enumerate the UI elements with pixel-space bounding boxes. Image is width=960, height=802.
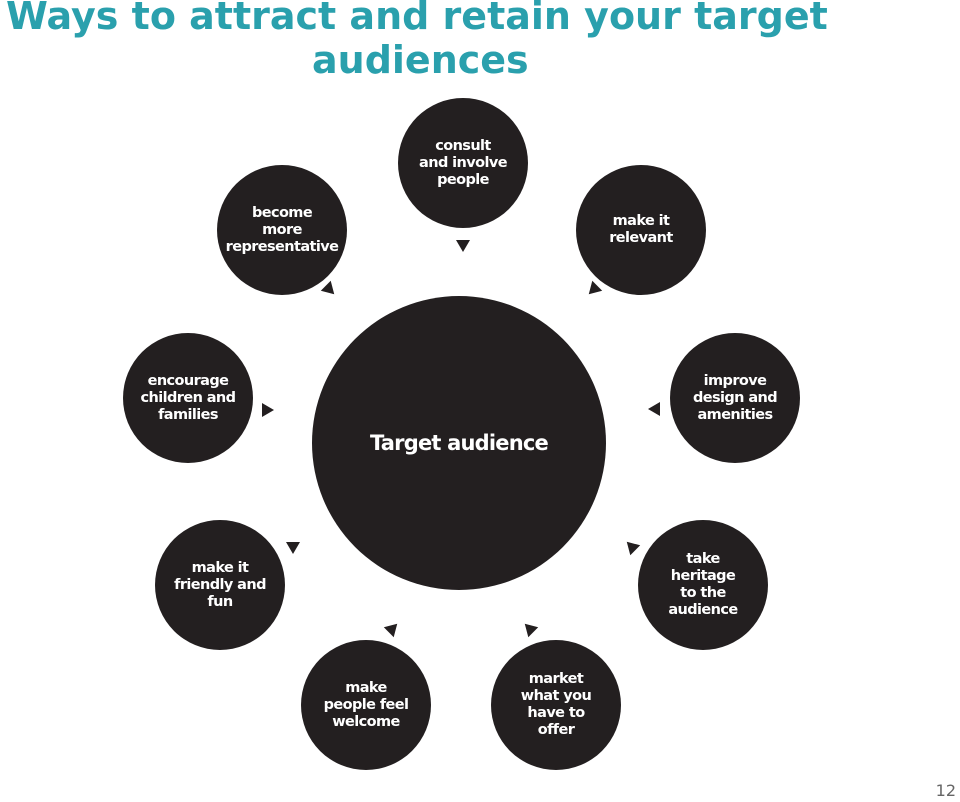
arrow-representative bbox=[320, 280, 340, 300]
slide-title: Ways to attract and retain your target a… bbox=[0, 0, 960, 82]
arrow-children bbox=[262, 403, 274, 417]
node-encourage-children: encourage children and families bbox=[123, 333, 253, 463]
arrow-heritage bbox=[621, 536, 641, 556]
node-make-people-feel-welcome: make people feel welcome bbox=[301, 640, 431, 770]
node-take-heritage: take heritage to the audience bbox=[638, 520, 768, 650]
page-number: 12 bbox=[935, 781, 956, 800]
node-become-more-representative: become more representative bbox=[217, 165, 347, 295]
node-market-what-you-have: market what you have to offer bbox=[491, 640, 621, 770]
arrow-consult bbox=[456, 240, 470, 252]
node-make-it-friendly: make it friendly and fun bbox=[155, 520, 285, 650]
node-improve-design: improve design and amenities bbox=[670, 333, 800, 463]
slide-title-line-1: Ways to attract and retain your target bbox=[6, 0, 828, 38]
node-make-it-relevant: make it relevant bbox=[576, 165, 706, 295]
arrow-welcome bbox=[383, 618, 403, 638]
arrow-improve bbox=[648, 402, 660, 416]
arrow-market bbox=[519, 618, 539, 638]
arrow-friendly bbox=[286, 542, 300, 554]
node-consult-and-involve: consult and involve people bbox=[398, 98, 528, 228]
arrow-relevant bbox=[583, 280, 603, 300]
center-node-target-audience: Target audience bbox=[312, 296, 606, 590]
slide-title-line-2: audiences bbox=[312, 38, 529, 82]
